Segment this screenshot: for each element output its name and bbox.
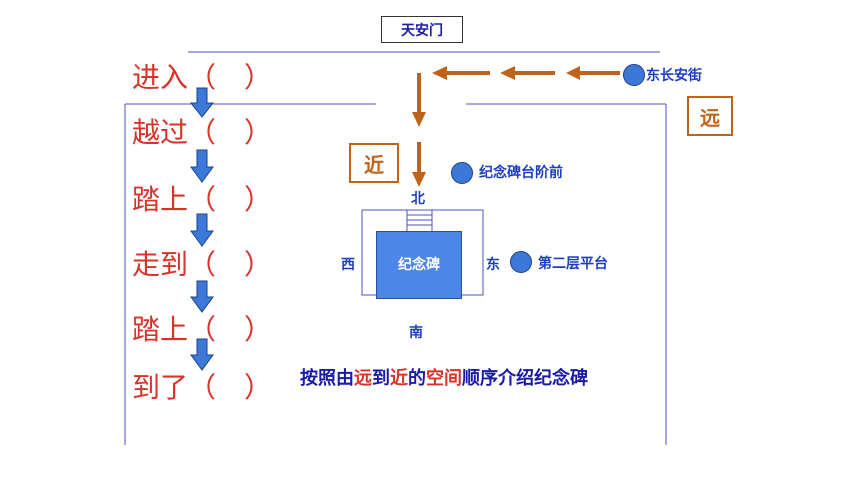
- near-box: 近: [349, 143, 399, 183]
- summary-spatial: 空间: [426, 368, 462, 389]
- title-tiananmen: 天安门: [381, 16, 463, 43]
- east-street-label: 东长安街: [646, 68, 702, 84]
- east-street-dot: [623, 64, 645, 86]
- orange-arrow-down-1: [412, 73, 426, 127]
- step-walk-to: 走到（ ）: [132, 248, 273, 281]
- direction-north: 北: [411, 191, 425, 207]
- steps-front-dot: [451, 162, 473, 184]
- summary-part4: 顺序介绍纪念碑: [462, 368, 588, 389]
- blue-arrow-3: [190, 213, 214, 247]
- step-step-on-1: 踏上（ ）: [132, 183, 273, 216]
- summary-part3: 的: [408, 368, 426, 389]
- summary-sentence: 按照由远到近的空间顺序介绍纪念碑: [300, 364, 588, 390]
- blue-arrow-2: [190, 149, 214, 183]
- monument-steps: [406, 210, 433, 231]
- orange-arrow-2: [500, 66, 555, 80]
- step-cross: 越过（ ）: [132, 116, 273, 149]
- direction-south: 南: [409, 325, 423, 341]
- direction-west: 西: [341, 257, 355, 273]
- step-arrive: 到了（ ）: [132, 371, 273, 404]
- summary-part2: 到: [372, 368, 390, 389]
- step-step-on-2: 踏上（ ）: [132, 313, 273, 346]
- far-box: 远: [687, 96, 733, 136]
- orange-arrow-3: [432, 66, 490, 80]
- summary-part1: 按照由: [300, 368, 354, 389]
- summary-far: 远: [354, 368, 372, 389]
- second-platform-dot: [510, 251, 532, 273]
- step-enter: 进入（ ）: [132, 61, 273, 94]
- direction-east: 东: [486, 257, 500, 273]
- second-platform-label: 第二层平台: [538, 256, 608, 272]
- monument-block: 纪念碑: [376, 231, 462, 299]
- summary-near: 近: [390, 368, 408, 389]
- blue-arrow-5: [190, 338, 214, 371]
- orange-arrow-1: [566, 66, 620, 80]
- orange-arrow-down-2: [412, 142, 426, 187]
- blue-arrow-4: [190, 280, 214, 313]
- steps-front-label: 纪念碑台阶前: [479, 165, 563, 181]
- blue-arrow-1: [189, 87, 215, 118]
